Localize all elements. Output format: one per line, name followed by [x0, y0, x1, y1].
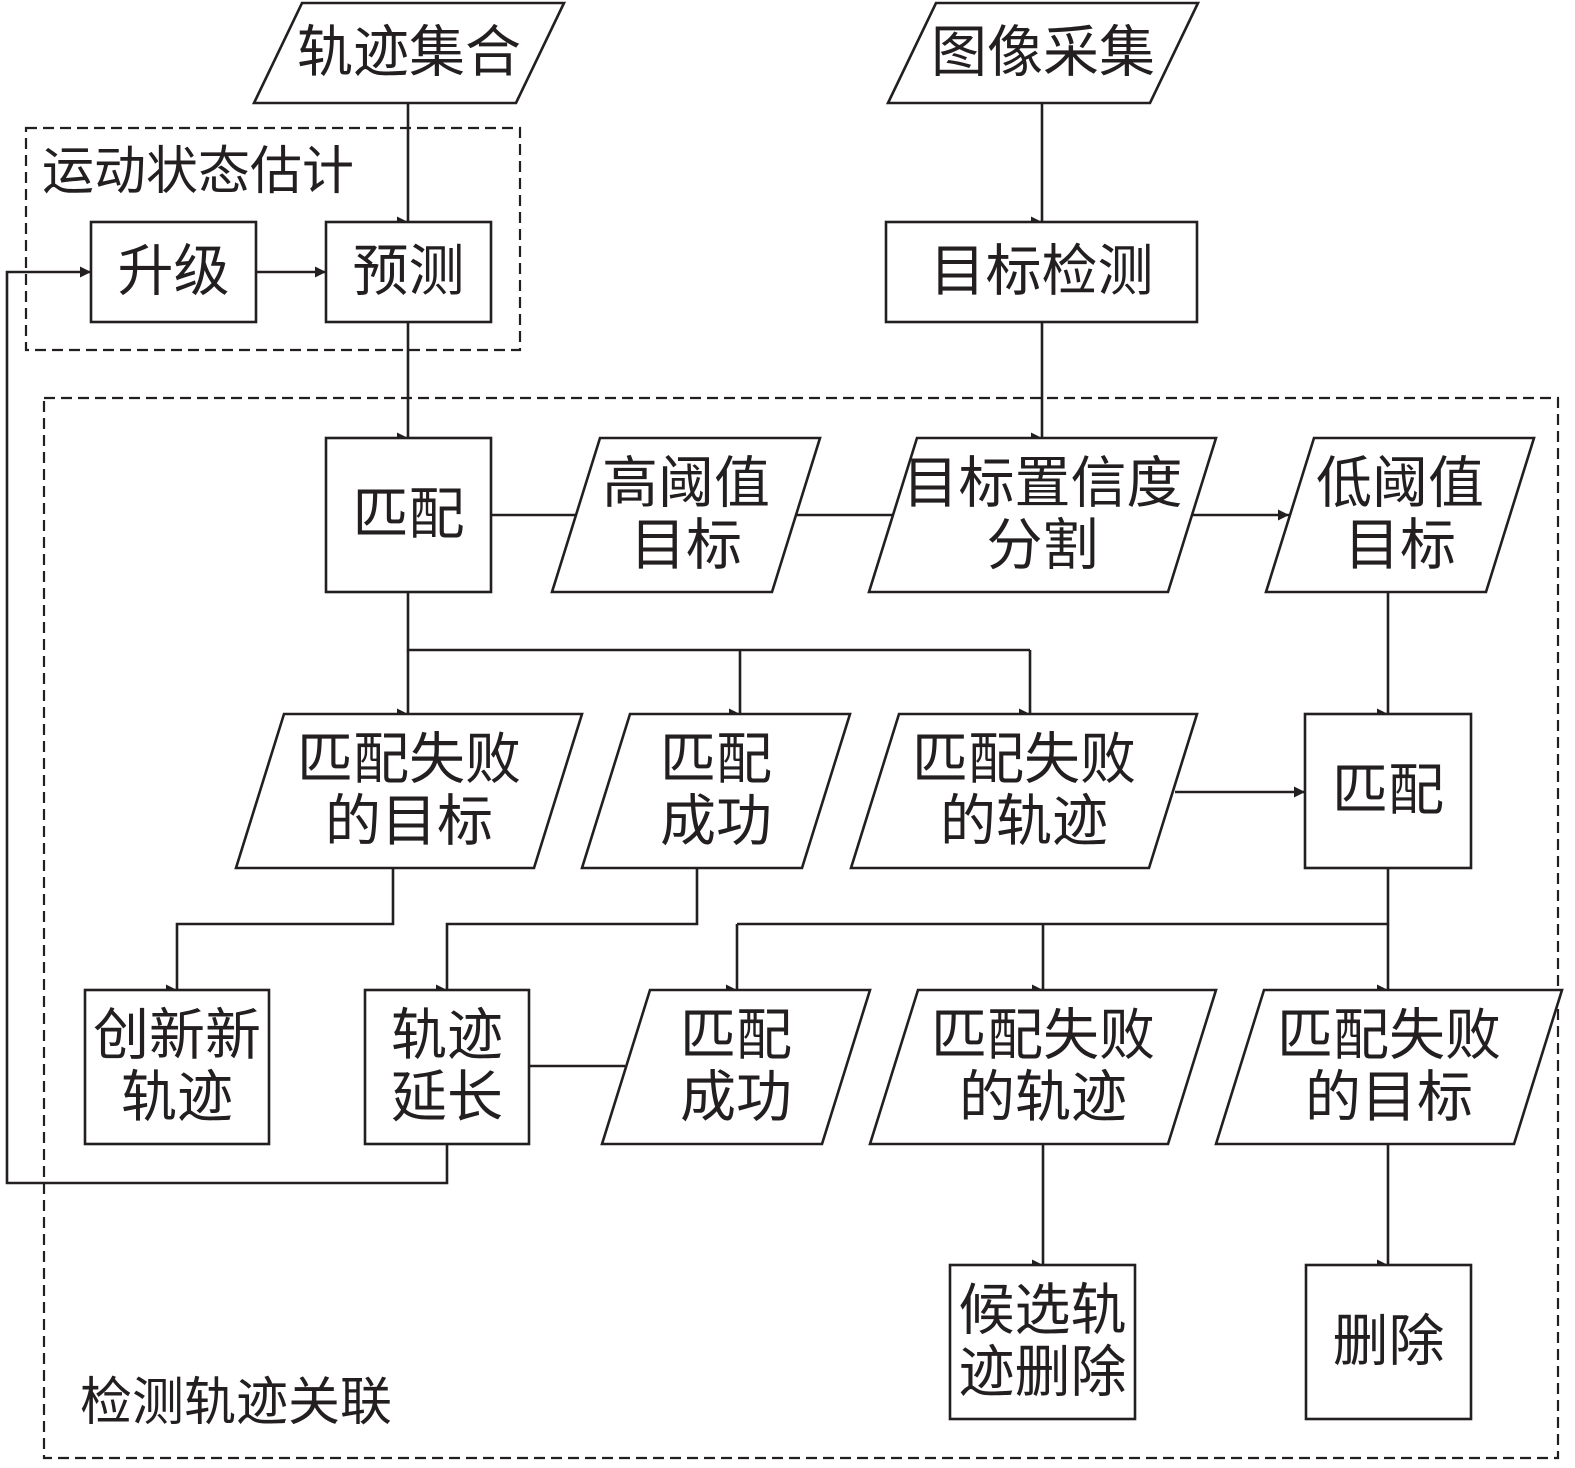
- process-candidate-track-delete-label-line-1: 候选轨: [959, 1279, 1127, 1344]
- data-unmatched-targets-2-label-line-2: 的目标: [1305, 1066, 1473, 1131]
- process-predict-shape: [324, 220, 493, 324]
- input-image-capture-label-line-1: 图像采集: [931, 21, 1155, 86]
- data-match-success-2-shape: [600, 988, 872, 1146]
- group-association-label: 检测轨迹关联: [80, 1373, 392, 1433]
- input-track-set-shape: [251, 1, 567, 105]
- process-delete: 删除: [1304, 1263, 1473, 1421]
- data-unmatched-targets-2-label-line-1: 匹配失败: [1277, 1004, 1501, 1069]
- process-extend-track-label-line-2: 延长: [391, 1066, 503, 1131]
- data-unmatched-targets-1-label-line-2: 的目标: [325, 790, 493, 855]
- process-match-low-shape: [1303, 712, 1473, 870]
- process-create-new-track-shape: [83, 988, 271, 1146]
- process-match-high-label-line-1: 匹配: [353, 483, 465, 548]
- edge-match-low-trunk: [737, 868, 1390, 926]
- process-match-high: 匹配: [324, 436, 493, 594]
- nodes: 轨迹集合图像采集升级预测目标检测匹配高阈值目标目标置信度分割低阈值目标匹配失败的…: [83, 1, 1564, 1421]
- group-motion-estimation-label: 运动状态估计: [42, 142, 354, 202]
- data-high-threshold-targets-label-line-1: 高阈值: [602, 452, 770, 517]
- process-object-detection-label-line-1: 目标检测: [930, 240, 1154, 305]
- group-motion-estimation: 运动状态估计: [24, 126, 522, 352]
- data-match-success-1-shape: [580, 712, 852, 870]
- edge-success-1-to-extend: [436, 868, 699, 996]
- data-match-success-1-label-line-2: 成功: [660, 790, 772, 855]
- process-object-detection-shape: [884, 220, 1199, 324]
- process-extend-track-label-line-1: 轨迹: [391, 1004, 503, 1069]
- data-confidence-split-shape: [867, 436, 1218, 594]
- process-candidate-track-delete-shape: [948, 1263, 1137, 1421]
- data-unmatched-targets-1-shape: [234, 712, 584, 870]
- process-create-new-track-label-line-1: 创新新: [93, 1004, 261, 1069]
- process-match-low-label-line-1: 匹配: [1332, 759, 1444, 824]
- process-create-new-track-label-line-2: 轨迹: [121, 1066, 233, 1131]
- process-upgrade-shape: [89, 220, 258, 324]
- data-match-success-2-label-line-1: 匹配: [680, 1004, 792, 1069]
- edge-fail-targets-1-to-create: [166, 868, 395, 996]
- data-match-success-1-label-line-1: 匹配: [660, 728, 772, 793]
- process-predict-label-line-1: 预测: [353, 240, 465, 305]
- process-extend-track-shape: [363, 988, 531, 1146]
- edge-match-high-trunk: [406, 592, 1030, 652]
- process-delete-shape: [1304, 1263, 1473, 1421]
- data-confidence-split-label-line-2: 分割: [987, 514, 1099, 579]
- data-unmatched-targets-1-label-line-1: 匹配失败: [297, 728, 521, 793]
- data-low-threshold-targets-label-line-1: 低阈值: [1316, 452, 1484, 517]
- data-unmatched-tracks-2-label-line-1: 匹配失败: [931, 1004, 1155, 1069]
- data-high-threshold-targets-label-line-2: 目标: [630, 514, 742, 579]
- input-track-set-label-line-1: 轨迹集合: [297, 21, 521, 86]
- data-unmatched-tracks-2-label-line-2: 的轨迹: [959, 1066, 1127, 1131]
- data-match-success-2-label-line-2: 成功: [680, 1066, 792, 1131]
- process-predict: 预测: [324, 220, 493, 324]
- process-upgrade: 升级: [89, 220, 258, 324]
- process-candidate-track-delete-label-line-2: 迹删除: [959, 1341, 1127, 1406]
- input-image-capture: 图像采集: [885, 1, 1201, 105]
- data-low-threshold-targets-label-line-2: 目标: [1344, 514, 1456, 579]
- data-unmatched-targets-2-shape: [1214, 988, 1564, 1146]
- group-detection-track-association: 检测轨迹关联: [42, 396, 1560, 1460]
- process-object-detection: 目标检测: [884, 220, 1199, 324]
- data-low-threshold-targets-shape: [1264, 436, 1536, 594]
- data-unmatched-tracks-2-shape: [868, 988, 1218, 1146]
- edges: [5, 102, 1390, 1271]
- process-upgrade-label-line-1: 升级: [118, 240, 230, 305]
- data-confidence-split-label-line-1: 目标置信度: [903, 452, 1183, 517]
- data-unmatched-tracks-1-label-line-2: 的轨迹: [940, 790, 1108, 855]
- data-unmatched-tracks-1-shape: [849, 712, 1199, 870]
- data-unmatched-tracks-1-label-line-1: 匹配失败: [912, 728, 1136, 793]
- process-match-high-shape: [324, 436, 493, 594]
- input-image-capture-shape: [885, 1, 1201, 105]
- process-delete-label-line-1: 删除: [1333, 1310, 1445, 1375]
- process-match-low: 匹配: [1303, 712, 1473, 870]
- edge-extend-feedback-to-upgrade: [5, 266, 449, 1185]
- data-high-threshold-targets-shape: [550, 436, 822, 594]
- input-track-set: 轨迹集合: [251, 1, 567, 105]
